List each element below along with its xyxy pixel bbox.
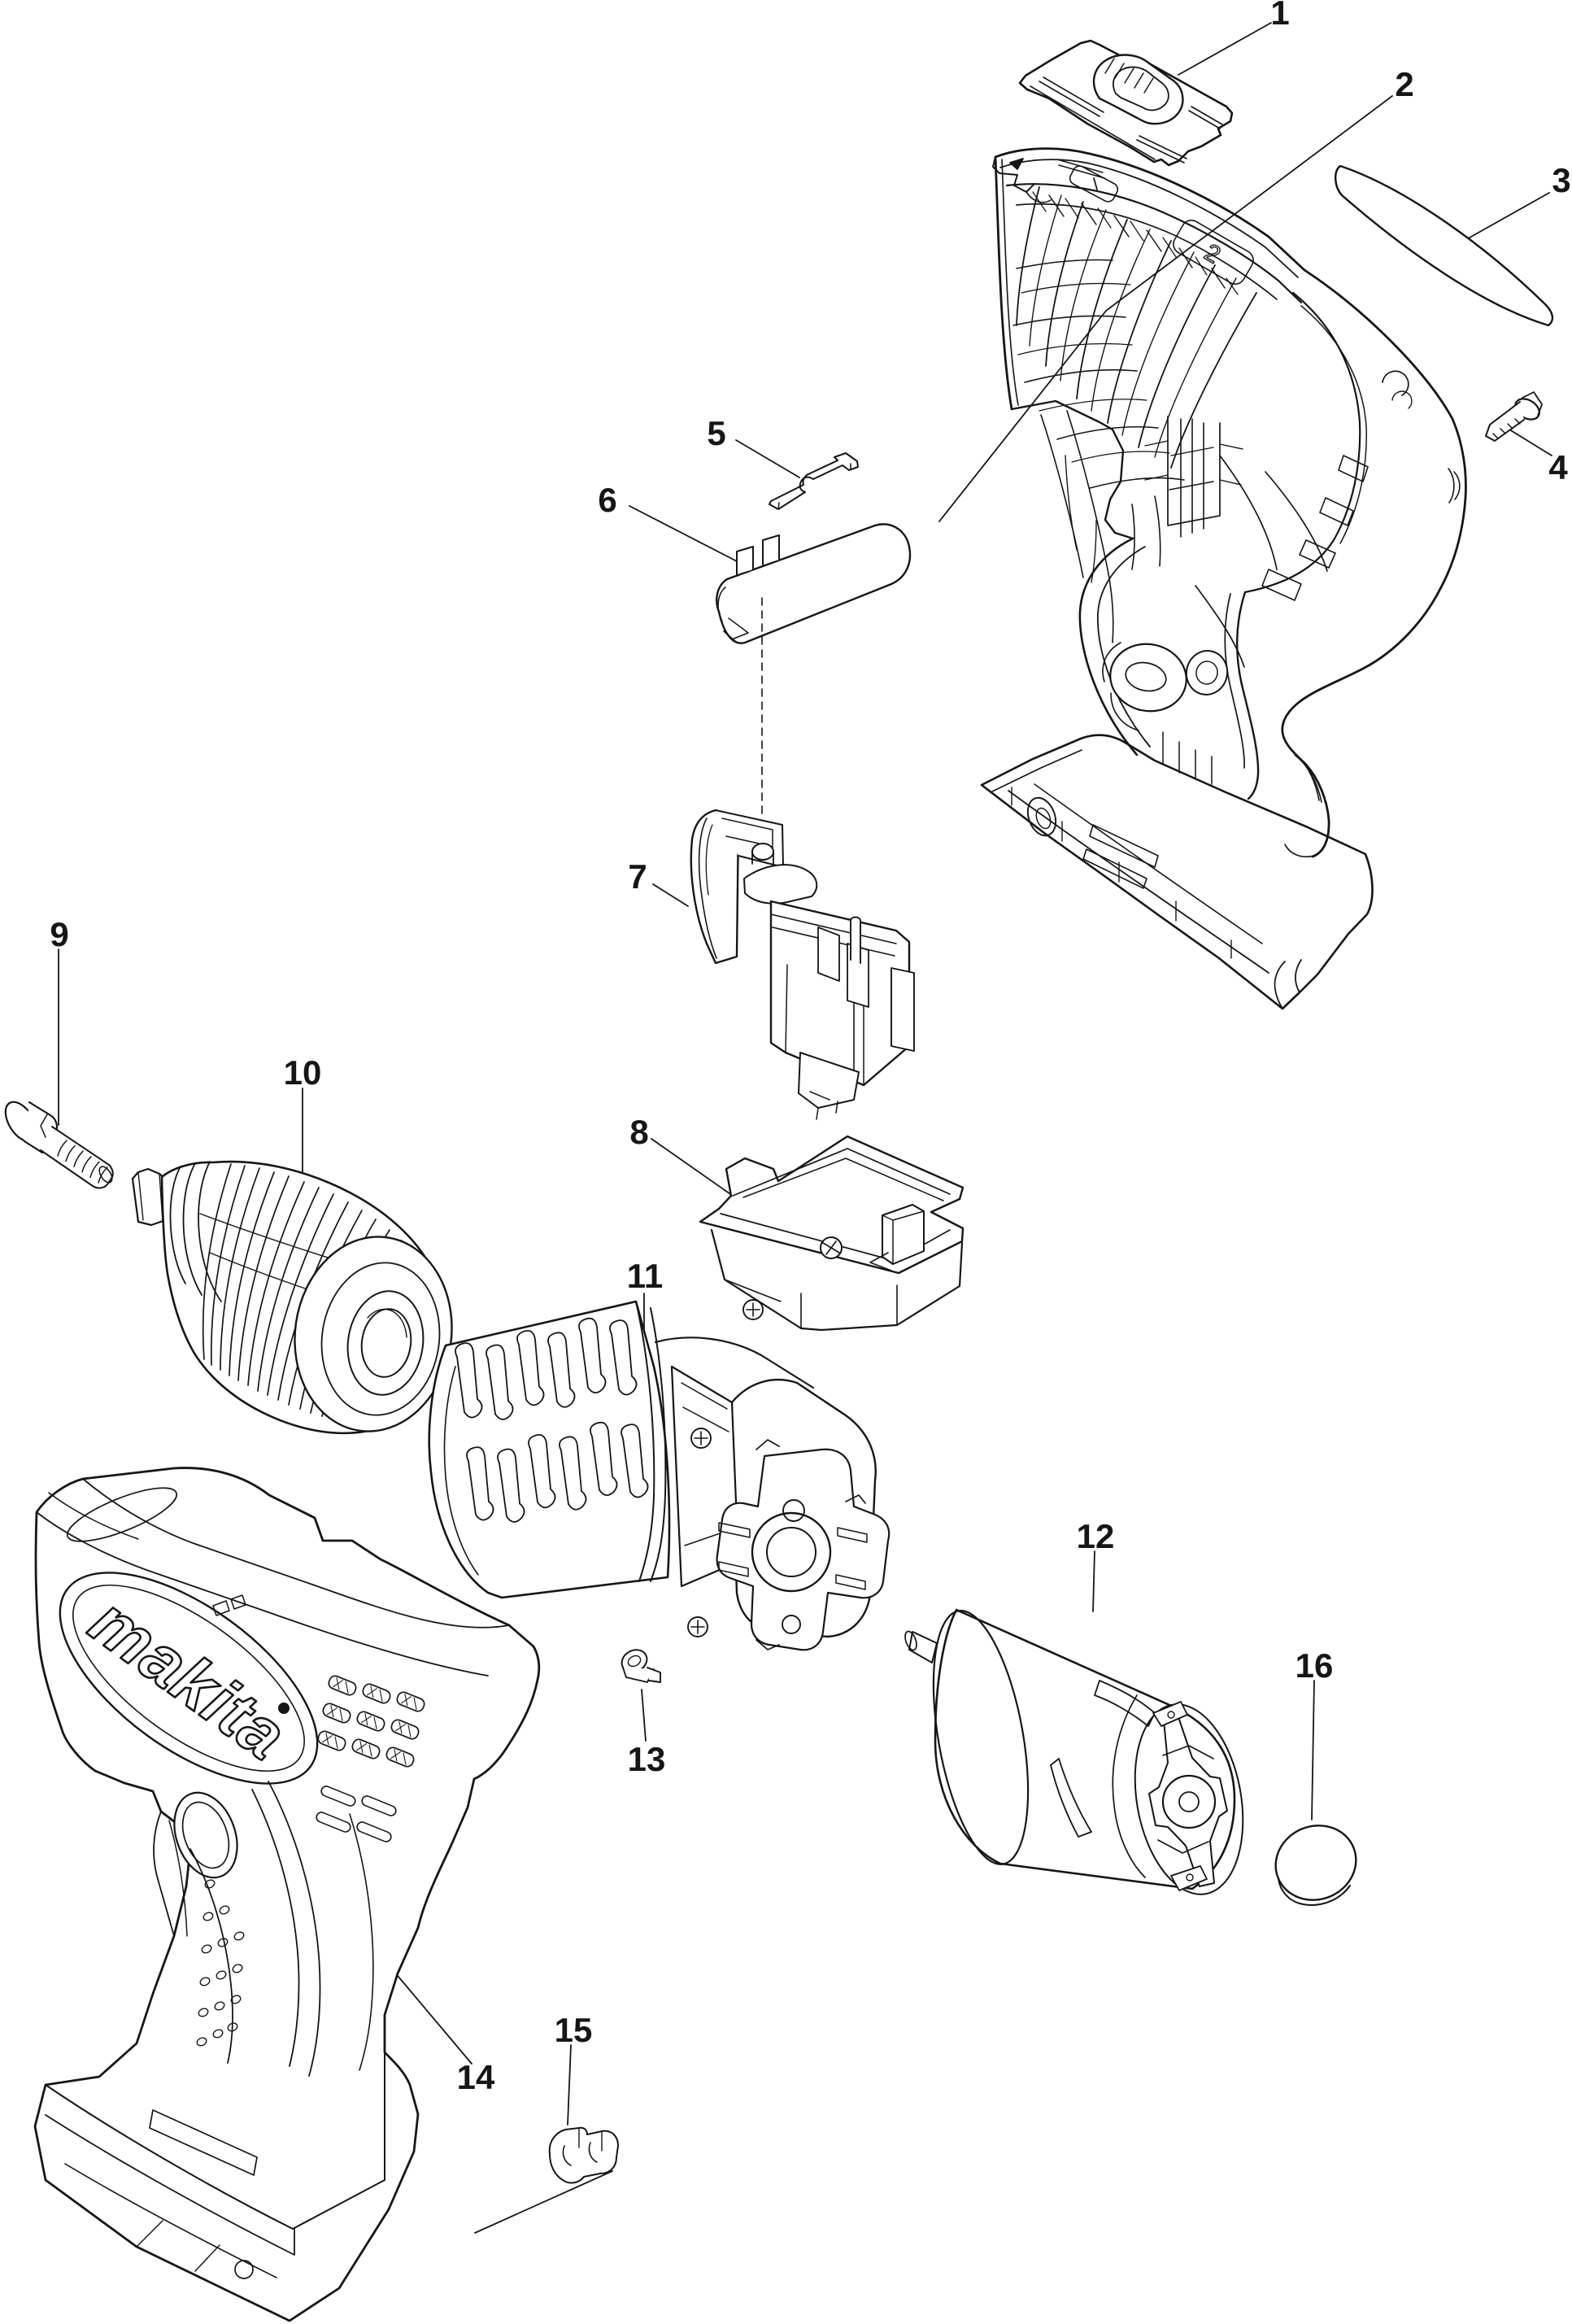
svg-text:7: 7 [628, 857, 647, 896]
svg-text:5: 5 [707, 414, 725, 452]
svg-text:15: 15 [555, 2011, 593, 2049]
svg-text:16: 16 [1295, 1646, 1334, 1685]
svg-text:2: 2 [1395, 65, 1413, 103]
svg-text:3: 3 [1552, 161, 1570, 199]
svg-text:12: 12 [1077, 1517, 1115, 1555]
svg-text:10: 10 [284, 1053, 322, 1092]
svg-text:14: 14 [457, 2058, 495, 2096]
svg-text:1: 1 [1270, 0, 1289, 32]
svg-text:8: 8 [629, 1113, 648, 1151]
svg-text:13: 13 [628, 1740, 666, 1778]
svg-text:6: 6 [598, 481, 616, 519]
svg-text:11: 11 [627, 1257, 663, 1295]
svg-text:4: 4 [1548, 448, 1568, 486]
svg-text:9: 9 [50, 915, 68, 953]
